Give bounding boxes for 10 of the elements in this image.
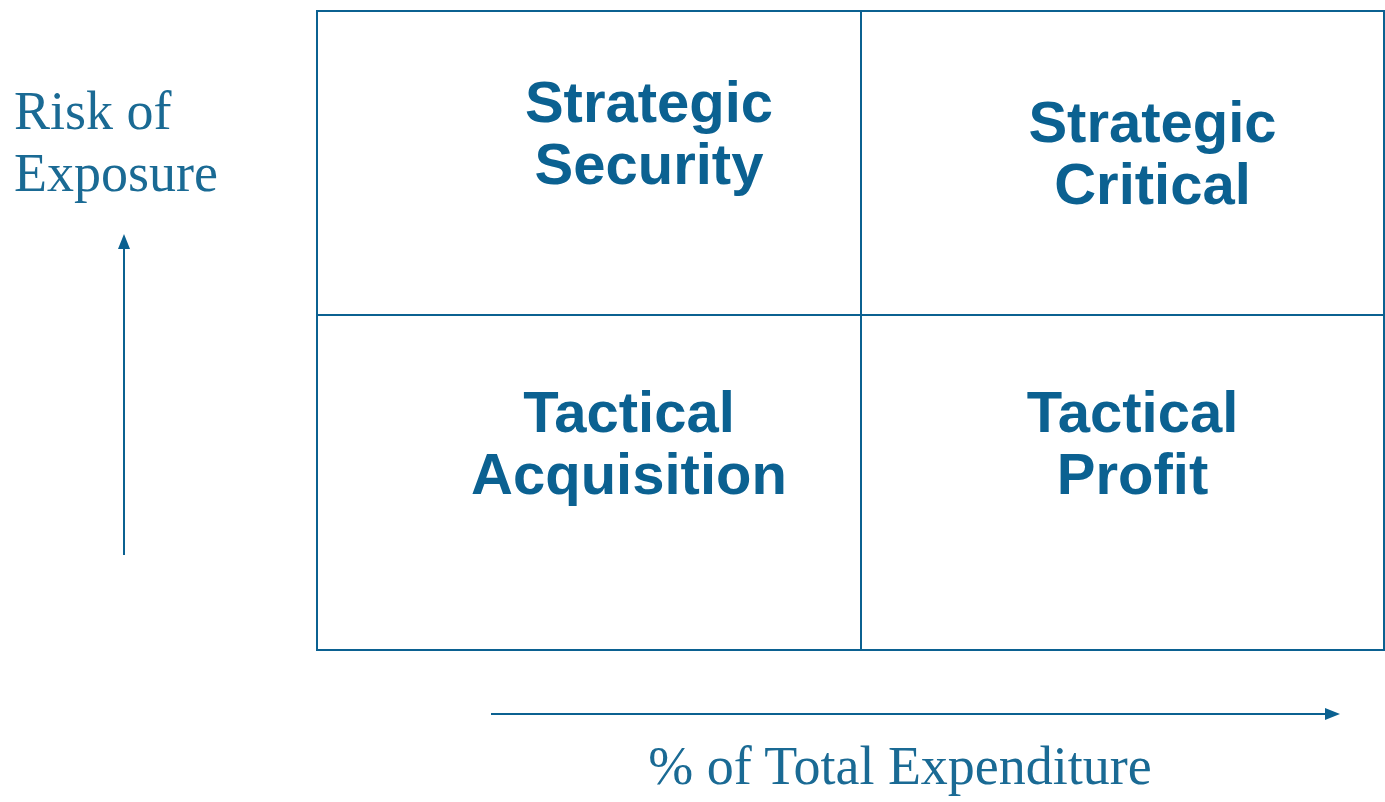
quadrant-label: Strategic Security <box>523 71 775 195</box>
matrix-quadrant <box>316 314 862 651</box>
x-axis-label: % of Total Expenditure <box>647 735 1153 797</box>
matrix-quadrant <box>860 314 1385 651</box>
quadrant-label: Tactical Acquisition <box>470 380 788 505</box>
matrix-quadrant <box>316 10 862 316</box>
y-axis-label: Risk of Exposure <box>14 80 219 204</box>
matrix-quadrant <box>860 10 1385 316</box>
quadrant-label: Strategic Critical <box>1027 91 1278 215</box>
quadrant-label: Tactical Profit <box>1025 380 1240 505</box>
